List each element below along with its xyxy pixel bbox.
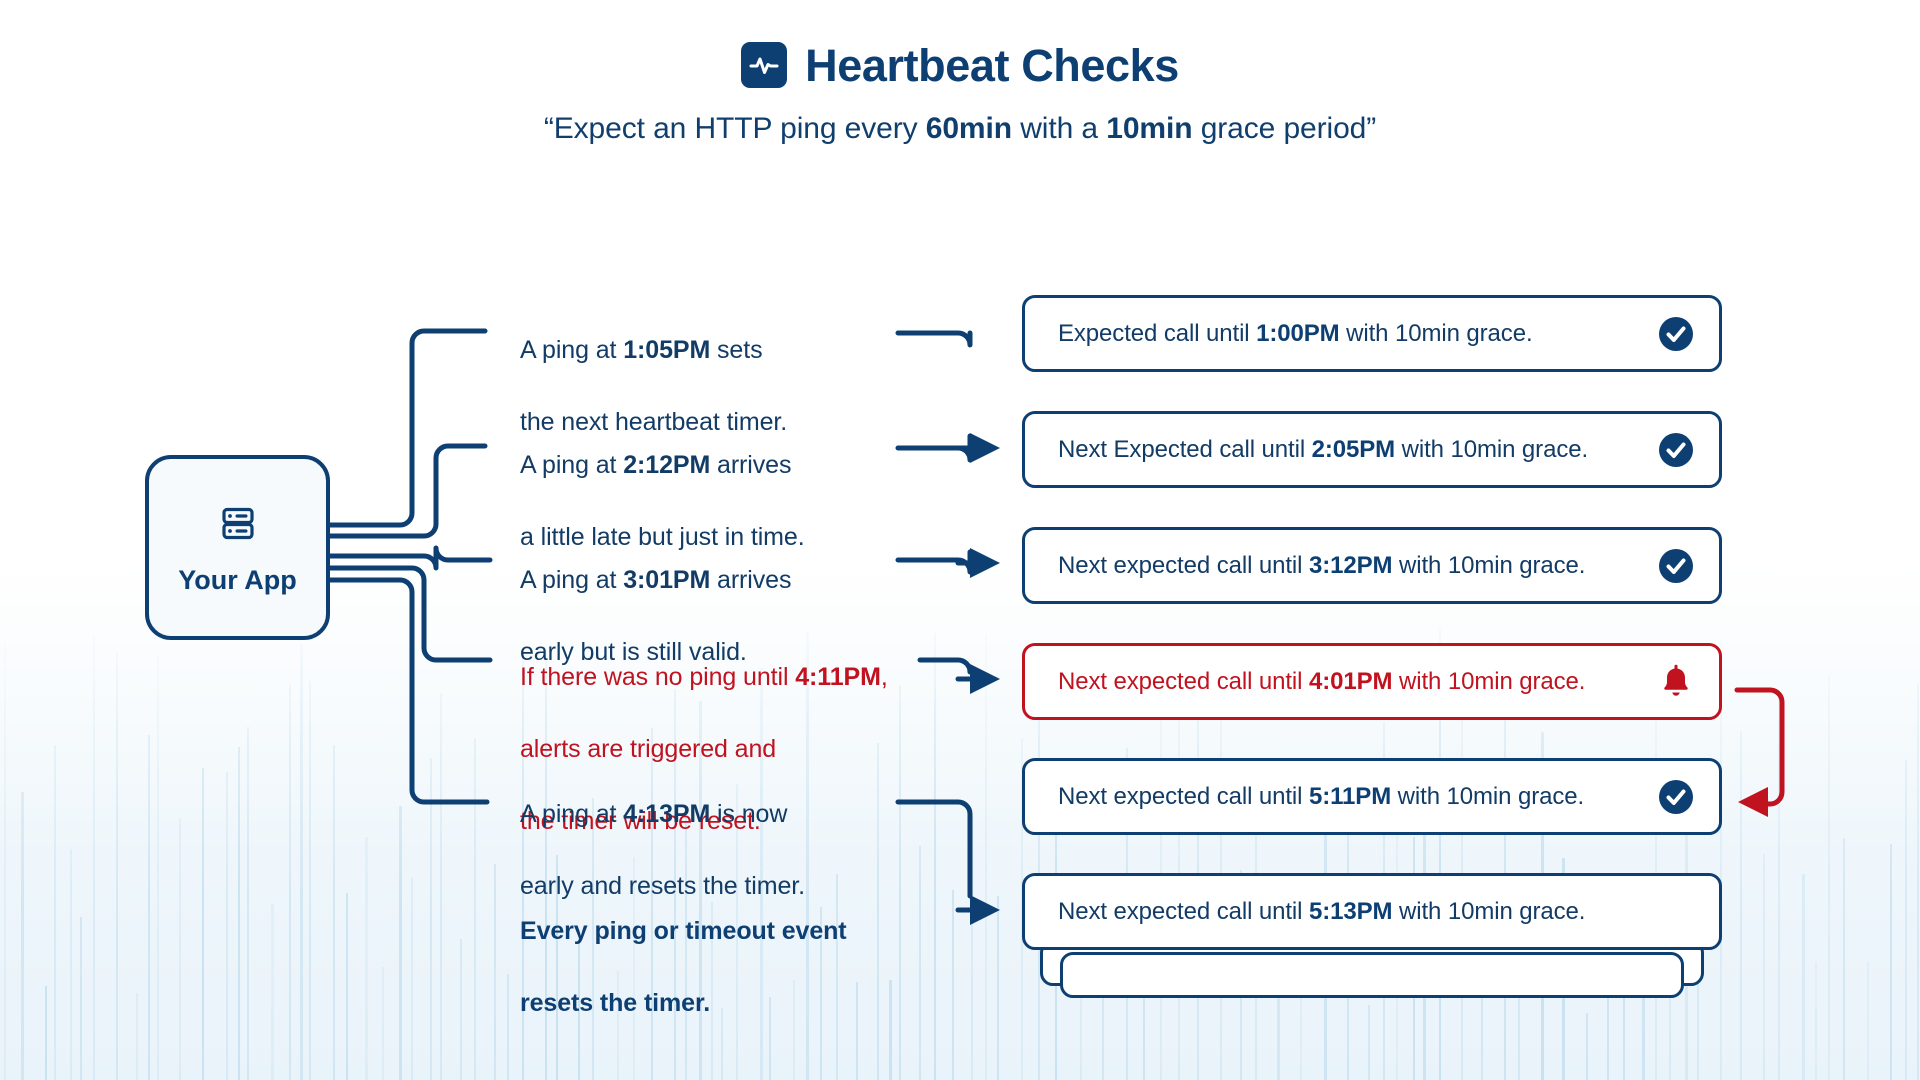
status-card-4-text: Next expected call until 4:01PM with 10m… [1058,668,1657,696]
summary-line2: resets the timer. [520,989,711,1017]
status-card-1-00pm[interactable]: Expected call until 1:00PM with 10min gr… [1022,295,1722,372]
event-4-suffix: , [880,663,888,691]
event-2-prefix: A ping at [520,451,624,479]
check-circle-icon [1657,431,1695,469]
event-4-prefix: If there was no ping until [520,663,796,691]
event-3-suffix: arrives [710,566,792,594]
subtitle-grace-value: 10min [1106,112,1193,145]
status-card-2-suffix: with 10min grace. [1395,435,1589,463]
status-card-2-time: 2:05PM [1311,435,1396,463]
subtitle-prefix: “Expect an HTTP ping every [543,112,926,145]
event-4-line3: the timer will be reset. [520,807,761,835]
event-3-line2: early but is still valid. [520,638,747,666]
check-circle-icon [1657,547,1695,585]
status-card-4-time: 4:01PM [1308,667,1393,695]
event-2-time: 2:12PM [623,451,711,479]
page-title: Heartbeat Checks [805,39,1179,91]
status-card-3-suffix: with 10min grace. [1392,551,1586,579]
check-circle-icon [1657,778,1695,816]
event-text-4-13pm: A ping at 4:13PM is now early and resets… [520,760,870,904]
status-card-2-text: Next Expected call until 2:05PM with 10m… [1058,436,1657,464]
event-4-time: 4:11PM [795,663,881,691]
event-text-summary: Every ping or timeout event resets the t… [520,877,890,1021]
status-card-5-prefix: Next expected call until [1058,782,1309,810]
page-header: Heartbeat Checks “Expect an HTTP ping ev… [0,0,1920,146]
subtitle-mid: with a [1011,112,1107,145]
status-card-5-text: Next expected call until 5:11PM with 10m… [1058,783,1657,811]
event-2-suffix: arrives [710,451,792,479]
status-card-3-text: Next expected call until 3:12PM with 10m… [1058,552,1657,580]
status-card-5-13pm[interactable]: Next expected call until 5:13PM with 10m… [1022,873,1722,950]
server-icon [215,500,261,551]
status-card-1-time: 1:00PM [1256,319,1340,347]
event-1-prefix: A ping at [520,336,624,364]
event-2-line2: a little late but just in time. [520,523,805,551]
status-card-5-11pm[interactable]: Next expected call until 5:11PM with 10m… [1022,758,1722,835]
your-app-label: Your App [178,564,297,595]
status-card-3-prefix: Next expected call until [1058,551,1309,579]
status-card-4-01pm-alert[interactable]: Next expected call until 4:01PM with 10m… [1022,643,1722,720]
subtitle-period-value: 60min [925,112,1012,145]
status-card-1-prefix: Expected call until [1058,319,1257,347]
status-card-3-time: 3:12PM [1308,551,1393,579]
event-1-line2: the next heartbeat timer. [520,408,788,436]
event-text-4-11pm-timeout: If there was no ping until 4:11PM, alert… [520,623,920,839]
page-subtitle: “Expect an HTTP ping every 60min with a … [0,112,1920,146]
event-text-3-01pm: A ping at 3:01PM arrives early but is st… [520,526,860,670]
status-card-5-suffix: with 10min grace. [1391,782,1585,810]
event-5-time: 4:13PM [623,800,711,828]
bell-icon [1657,663,1695,701]
status-card-6-text: Next expected call until 5:13PM with 10m… [1058,898,1695,926]
status-card-6-time: 5:13PM [1308,897,1393,925]
heartbeat-icon [741,42,788,88]
title-row: Heartbeat Checks [0,42,1920,88]
your-app-node[interactable]: Your App [145,455,330,640]
summary-line1: Every ping or timeout event [520,917,847,945]
ghost-card-2 [1060,952,1684,998]
event-5-suffix: is now [710,800,788,828]
check-circle-icon [1657,315,1695,353]
status-card-5-time: 5:11PM [1308,782,1392,810]
event-1-time: 1:05PM [623,336,711,364]
status-card-2-prefix: Next Expected call until [1058,435,1312,463]
status-card-4-suffix: with 10min grace. [1392,667,1586,695]
event-text-1-05pm: A ping at 1:05PM sets the next heartbeat… [520,296,850,440]
status-card-2-05pm[interactable]: Next Expected call until 2:05PM with 10m… [1022,411,1722,488]
event-3-prefix: A ping at [520,566,624,594]
event-3-time: 3:01PM [623,566,711,594]
status-card-6-suffix: with 10min grace. [1392,897,1586,925]
event-text-2-12pm: A ping at 2:12PM arrives a little late b… [520,411,860,555]
status-card-3-12pm[interactable]: Next expected call until 3:12PM with 10m… [1022,527,1722,604]
subtitle-suffix: grace period” [1192,112,1377,145]
event-4-line2: alerts are triggered and [520,735,777,763]
event-5-prefix: A ping at [520,800,624,828]
status-card-1-suffix: with 10min grace. [1339,319,1533,347]
event-5-line2: early and resets the timer. [520,872,805,900]
status-card-6-prefix: Next expected call until [1058,897,1309,925]
status-card-1-text: Expected call until 1:00PM with 10min gr… [1058,320,1657,348]
status-card-4-prefix: Next expected call until [1058,667,1309,695]
event-1-suffix: sets [710,336,763,364]
